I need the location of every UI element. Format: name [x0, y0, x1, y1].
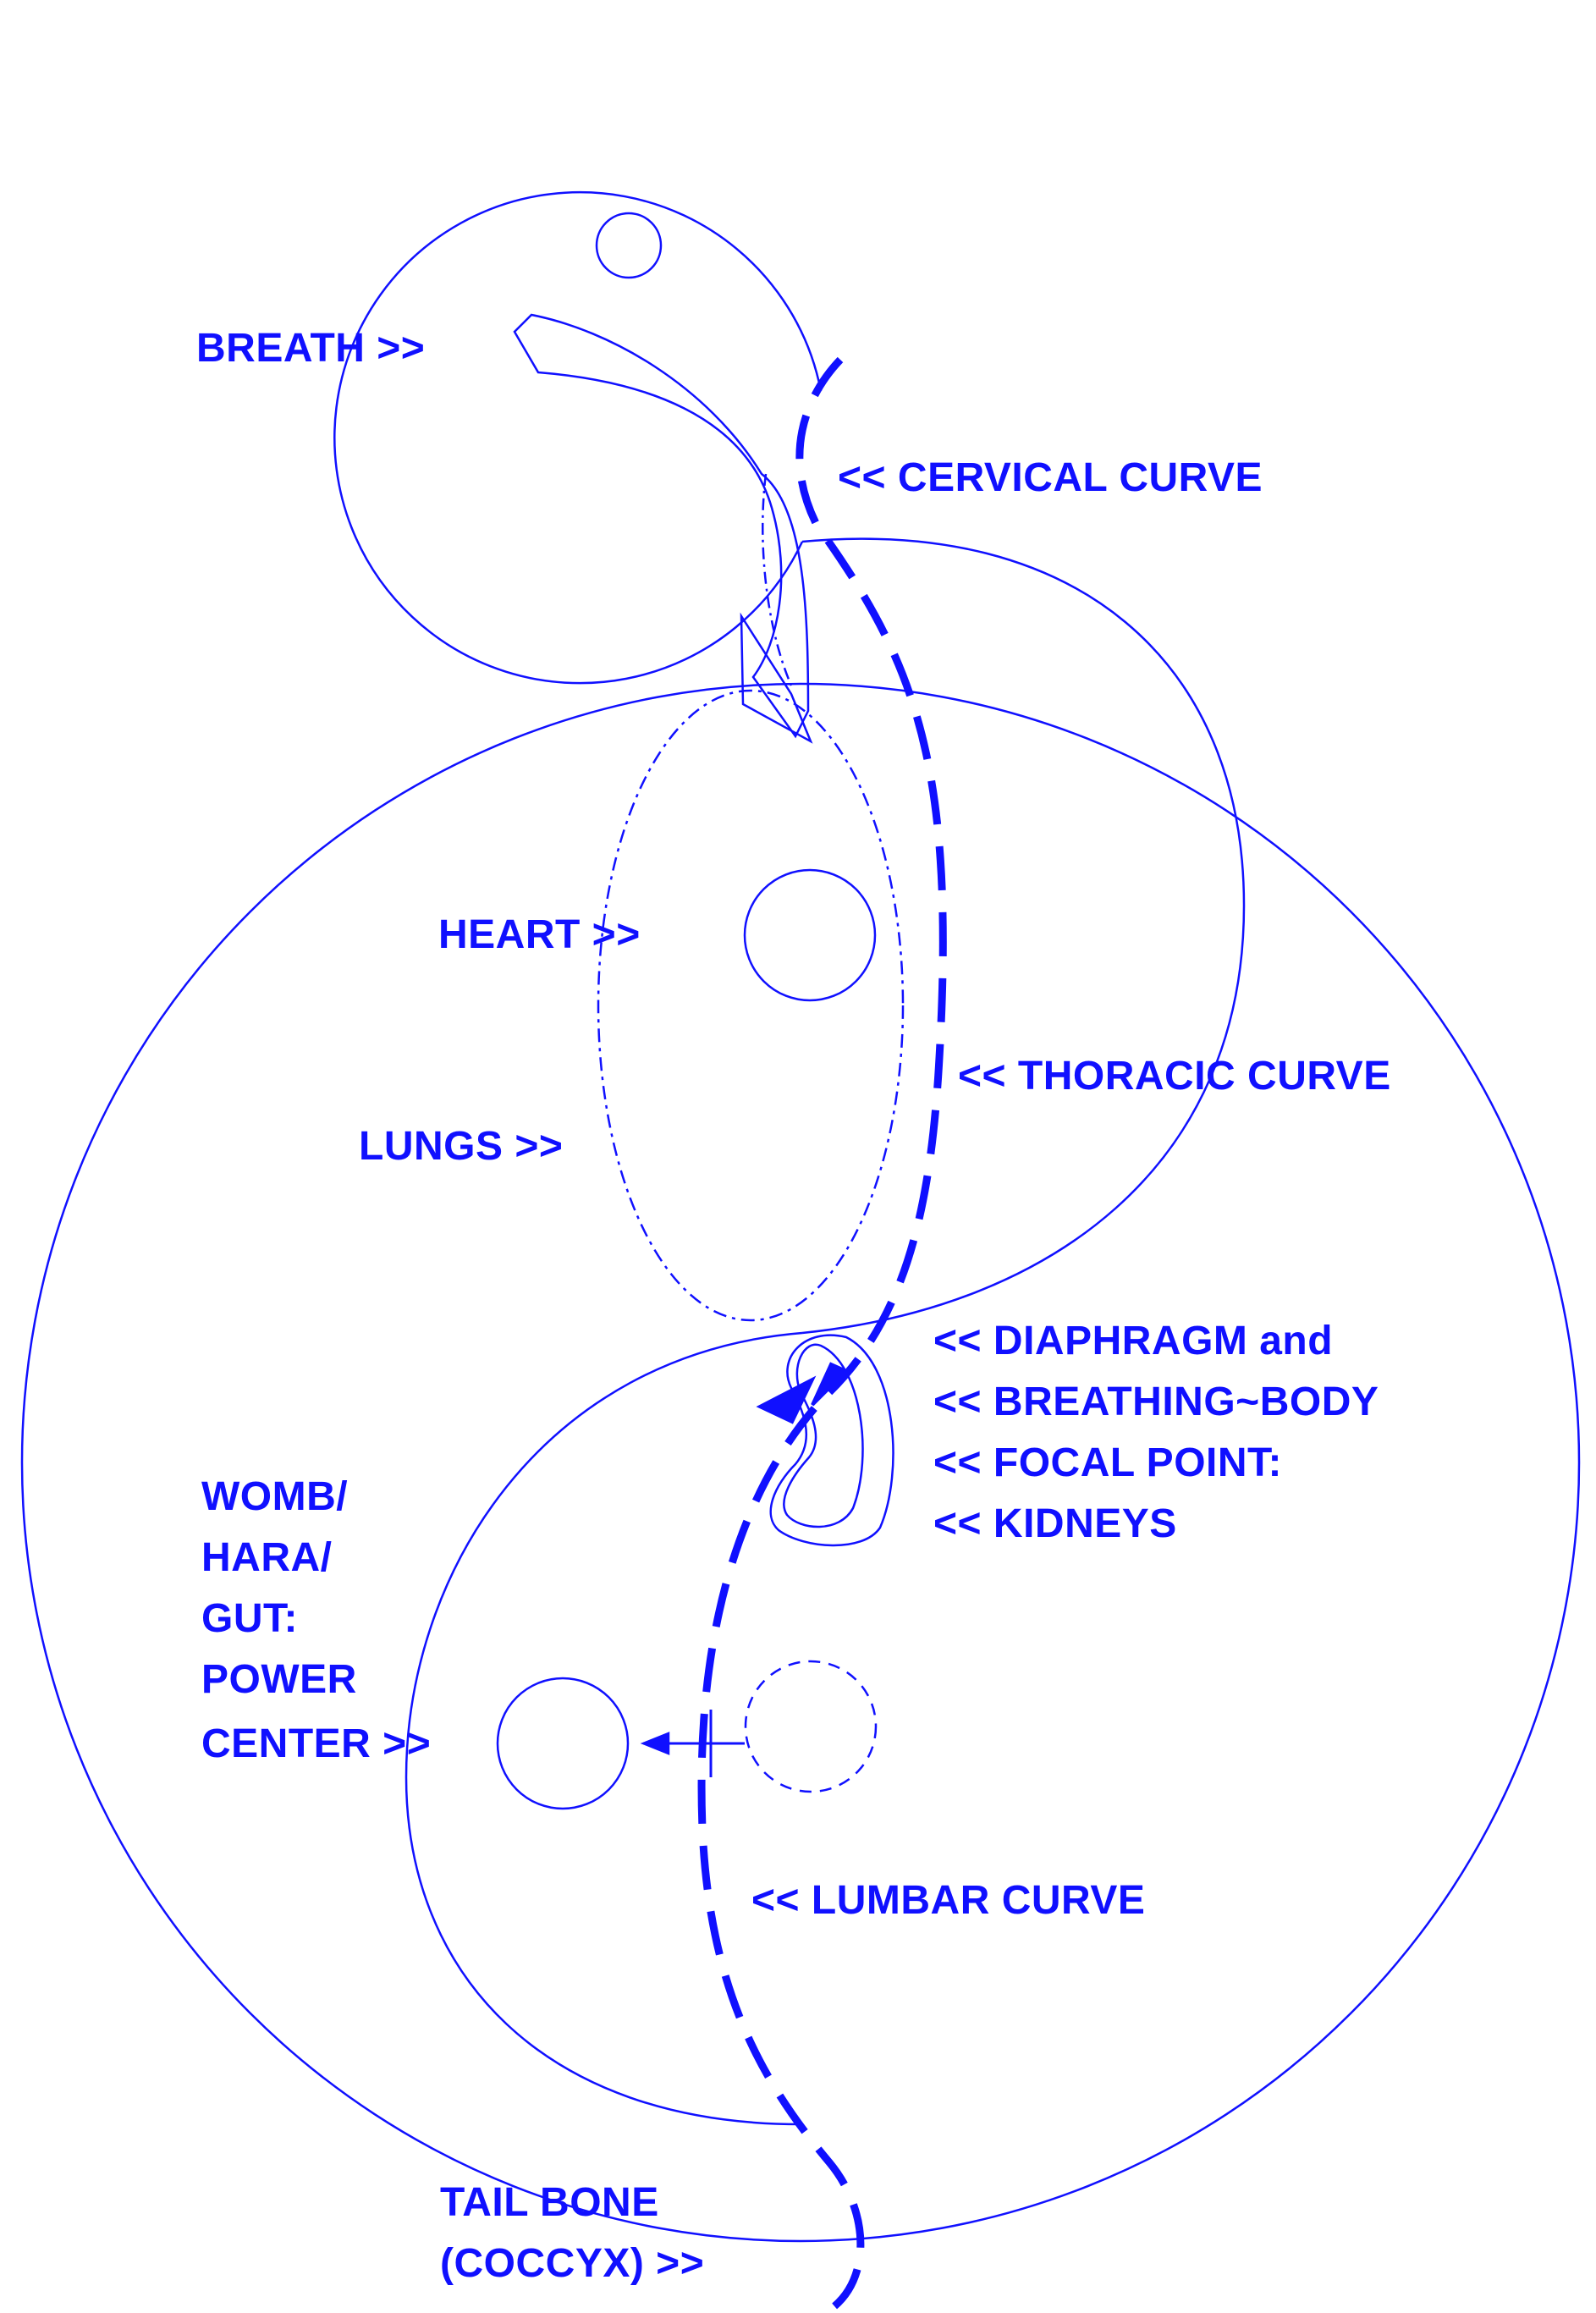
thoracic-lobe [802, 539, 1244, 1333]
lungs-ellipse [598, 691, 903, 1320]
head-curve [334, 192, 821, 683]
label-womb-2: HARA/ [201, 1535, 333, 1580]
power-center-shadow-circle [746, 1661, 876, 1792]
lumbar-lobe [406, 1333, 802, 2124]
label-thoracic-curve: << THORACIC CURVE [958, 1054, 1391, 1099]
label-diaphragm-1: << DIAPHRAGM and [933, 1319, 1333, 1363]
label-womb-3: GUT: [201, 1596, 298, 1641]
label-lumbar-curve: << LUMBAR CURVE [751, 1878, 1145, 1923]
breath-stream [515, 315, 808, 736]
label-diaphragm-3: << FOCAL POINT: [933, 1440, 1282, 1485]
label-breath: BREATH >> [196, 326, 425, 371]
label-womb-4: POWER [201, 1657, 357, 1702]
heart-circle [745, 870, 875, 1000]
label-womb-5: CENTER >> [201, 1721, 431, 1766]
power-center-arrowhead [643, 1733, 669, 1754]
label-tailbone-2: (COCCYX) >> [440, 2241, 704, 2286]
label-womb-1: WOMB/ [201, 1474, 348, 1519]
eye-circle [597, 213, 661, 278]
body-outer-circle [22, 684, 1579, 2241]
label-lungs: LUNGS >> [359, 1124, 563, 1169]
label-tailbone-1: TAIL BONE [440, 2180, 659, 2225]
label-diaphragm-4: << KIDNEYS [933, 1501, 1177, 1546]
breath-arrowhead [741, 616, 811, 741]
power-center-circle [498, 1678, 628, 1809]
label-heart: HEART >> [438, 912, 641, 957]
label-cervical-curve: << CERVICAL CURVE [838, 455, 1263, 500]
label-diaphragm-2: << BREATHING~BODY [933, 1380, 1379, 1424]
